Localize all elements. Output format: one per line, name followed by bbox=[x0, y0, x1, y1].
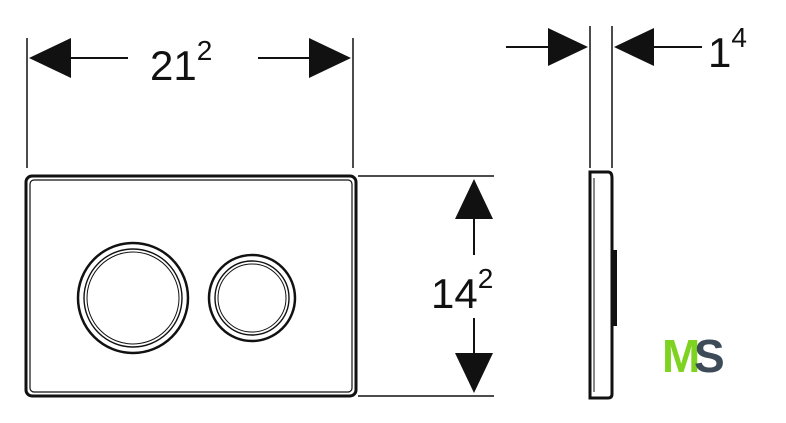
logo-letter-s: S bbox=[694, 330, 725, 382]
height-value: 142 bbox=[431, 263, 493, 317]
profile-outline bbox=[588, 170, 614, 400]
plate-outline-outer bbox=[24, 174, 358, 398]
width-arrow-right bbox=[309, 38, 351, 78]
profile-button-bump bbox=[611, 250, 617, 326]
flush-button-small bbox=[207, 253, 297, 343]
height-arrow-bottom bbox=[455, 353, 493, 393]
flush-button-large bbox=[76, 241, 190, 355]
depth-dimension: 14 bbox=[506, 22, 747, 168]
ms-logo: M S bbox=[662, 330, 725, 382]
width-arrow-left bbox=[29, 38, 71, 78]
depth-arrow-left bbox=[548, 28, 588, 66]
width-value: 212 bbox=[150, 35, 212, 89]
height-dimension: 142 bbox=[358, 175, 494, 397]
depth-value: 14 bbox=[708, 22, 747, 76]
plate-outline-inner bbox=[29, 179, 353, 393]
width-dimension: 212 bbox=[26, 35, 354, 168]
front-plate bbox=[24, 174, 358, 398]
logo-letter-m: M bbox=[662, 330, 700, 382]
height-arrow-top bbox=[455, 179, 493, 219]
side-profile bbox=[588, 170, 617, 400]
depth-arrow-right bbox=[614, 28, 654, 66]
